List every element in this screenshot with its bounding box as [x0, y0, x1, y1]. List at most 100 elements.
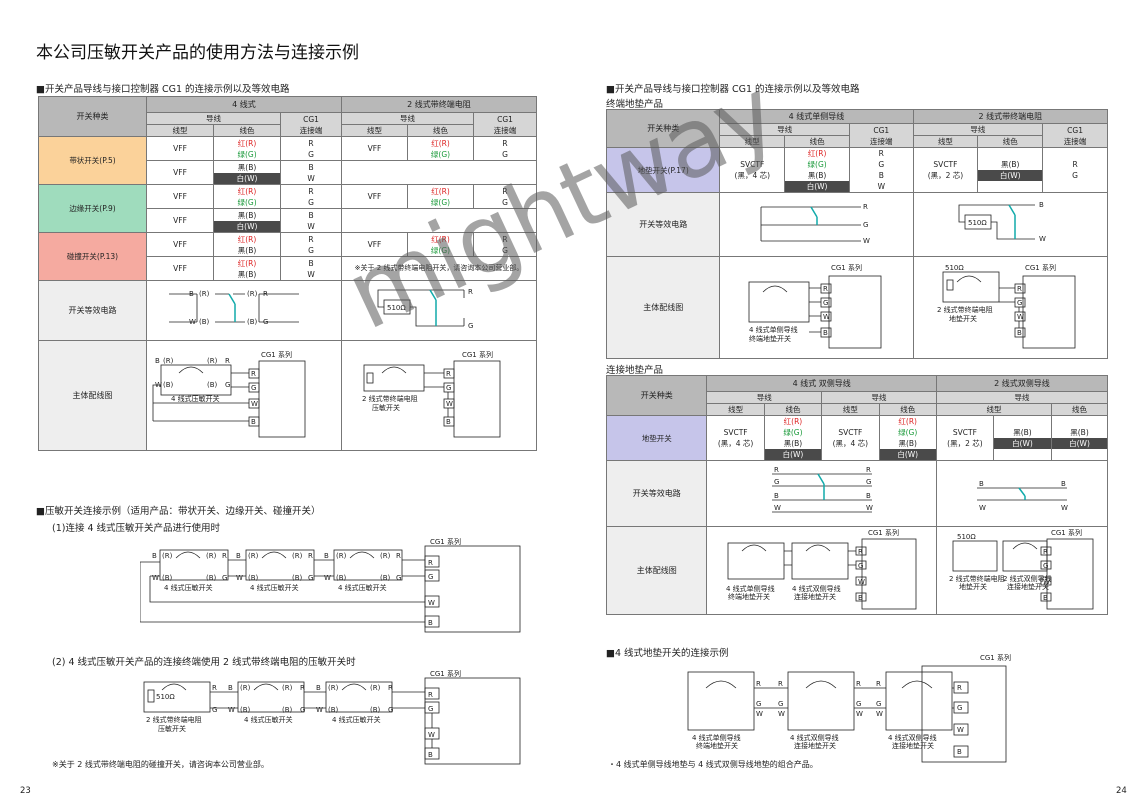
svg-text:R: R: [823, 285, 828, 293]
color-green: 绿(G): [237, 149, 257, 159]
svg-text:W: W: [1043, 578, 1050, 586]
col-2wire: 2 线式带终端电阻: [341, 96, 537, 113]
svg-text:G: G: [428, 573, 433, 581]
row-equiv-circuit: 开关等效电路: [605, 192, 721, 257]
page-number-left: 23: [20, 786, 31, 796]
svg-text:(R): (R): [240, 684, 251, 692]
svg-text:G: G: [778, 700, 783, 708]
svg-text:G: G: [468, 322, 473, 330]
cell-type: VFF: [145, 256, 215, 281]
svg-text:R: R: [858, 548, 863, 556]
color-green: 绿(G): [898, 428, 918, 437]
row-bump-switch: 碰撞开关(P.13): [38, 232, 147, 281]
svg-text:G: G: [863, 221, 868, 229]
svg-text:R: R: [863, 203, 868, 211]
example1-label: (1)连接 4 线式压敏开关产品进行使用时: [52, 523, 221, 534]
svg-text:B: B: [823, 329, 828, 337]
switch-4wire-label: 4 线式压敏开关: [171, 394, 220, 403]
left-section2-heading: ■压敏开关连接示例（适用产品：带状开关、边缘开关、碰撞开关）: [36, 506, 321, 517]
svg-text:B: B: [957, 748, 962, 756]
cg1-box: [258, 360, 306, 437]
ohm-label: 510Ω: [387, 304, 406, 312]
svg-text:R: R: [396, 552, 401, 560]
cg1-box: [424, 677, 521, 765]
svg-text:4 线式双侧导线: 4 线式双侧导线: [790, 733, 839, 742]
col-wcolor: 线色: [213, 124, 282, 137]
svg-text:B: B: [774, 492, 779, 500]
col-wtype-2: 线型: [912, 135, 979, 148]
term-r: R: [502, 186, 508, 196]
sw4-label-2: 4 线式压敏开关: [250, 583, 299, 592]
svg-text:W: W: [856, 710, 863, 718]
col-wcolor: 线色: [763, 403, 823, 416]
col-wire-2: 导线: [341, 112, 474, 125]
row-mat-switch: 地垫开关(P.17): [605, 147, 721, 193]
equiv-4wire-diagram: B(R)(R)R W(B)(B)G: [146, 280, 342, 341]
color-black: 黑(B): [898, 439, 917, 448]
svg-text:4 线式双侧导线: 4 线式双侧导线: [792, 584, 841, 593]
cg1-series-label: CG1 系列: [462, 350, 493, 359]
svg-text:W: W: [774, 504, 781, 512]
svg-text:4 线式双侧导线: 4 线式双侧导线: [888, 733, 937, 742]
term-b: B: [308, 210, 314, 220]
svg-text:(R): (R): [328, 684, 339, 692]
switch-2wire-label: 2 线式带终端电阻: [362, 394, 418, 403]
cell-color: 黑(B)白(W): [213, 160, 282, 185]
cell-color: 红(R)绿(G): [213, 136, 282, 161]
color-white: 白(W): [785, 181, 849, 192]
svg-text:(B): (B): [282, 706, 293, 714]
svg-text:W: W: [1039, 235, 1046, 243]
svg-text:G: G: [756, 700, 761, 708]
svg-text:(R): (R): [370, 684, 381, 692]
svg-text:终端地垫开关: 终端地垫开关: [696, 741, 738, 750]
color-white: 白(W): [1052, 438, 1107, 449]
svg-text:W: W: [1017, 313, 1024, 321]
color-green: 绿(G): [783, 428, 803, 437]
term-r: R: [502, 234, 508, 244]
cell-type: VFF: [341, 136, 408, 161]
svg-text:G: G: [856, 700, 861, 708]
example2-label: (2) 4 线式压敏开关产品的连接终端使用 2 线式带终端电阻的压敏开关时: [52, 657, 356, 668]
svg-text:地垫开关: 地垫开关: [959, 582, 987, 591]
right-sub-heading-1: 终端地垫产品: [606, 99, 664, 110]
svg-text:R: R: [225, 357, 230, 365]
color-white: 白(W): [879, 449, 936, 460]
term-r: R: [308, 186, 314, 196]
svg-text:(B): (B): [292, 574, 303, 582]
svg-text:(B): (B): [199, 318, 210, 326]
col-wtype-3: 线型: [935, 403, 1053, 416]
svg-text:(R): (R): [380, 552, 391, 560]
row-band-switch: 带状开关(P.5): [38, 136, 147, 185]
svg-text:连接地垫开关: 连接地垫开关: [794, 741, 836, 750]
svg-text:R: R: [876, 680, 881, 688]
col-4wire: 4 线式: [146, 96, 342, 113]
svg-text:W: W: [979, 504, 986, 512]
ohm-label: 510Ω: [156, 693, 175, 701]
col-wire-2: 导线: [821, 391, 937, 404]
svg-text:(B): (B): [206, 574, 217, 582]
svg-text:510Ω: 510Ω: [968, 219, 987, 227]
svg-text:R: R: [446, 370, 451, 378]
svg-text:4 线式单侧导线: 4 线式单侧导线: [726, 584, 775, 593]
term-g: G: [308, 149, 314, 159]
svg-text:B: B: [866, 492, 871, 500]
cell-type: SVCTF(黑，4 芯): [821, 415, 880, 461]
term-r: R: [308, 138, 314, 148]
term-w: W: [307, 221, 315, 231]
svg-text:G: G: [823, 299, 828, 307]
svg-text:G: G: [396, 574, 401, 582]
svg-text:(R): (R): [199, 290, 210, 298]
svg-text:G: G: [858, 562, 863, 570]
row-equiv-circuit: 开关等效电路: [605, 460, 708, 527]
color-white: 白(W): [214, 220, 281, 232]
page-title: 本公司压敏开关产品的使用方法与连接示例: [36, 43, 359, 63]
